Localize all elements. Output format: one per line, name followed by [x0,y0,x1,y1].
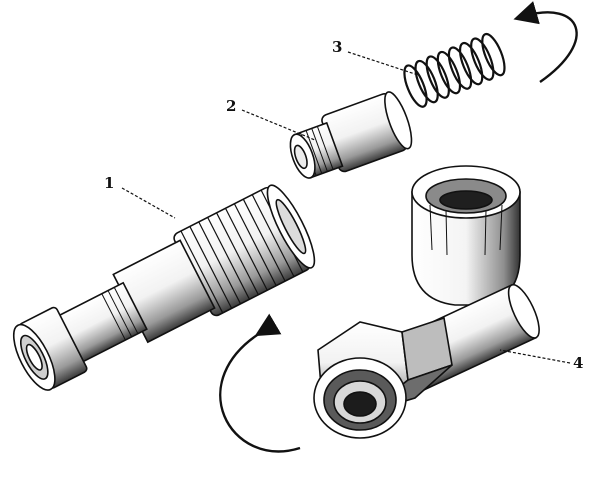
rotation-arrow-bottom [219,313,301,453]
rotation-arrow-top [513,1,578,83]
callout-label-3: 3 [332,38,342,56]
part-4-elbow-fitting [313,165,540,439]
part-3-spring [403,32,506,108]
callout-label-1: 1 [104,174,114,192]
callout-label-2: 2 [226,97,236,115]
leader-lines [121,51,571,364]
callout-label-4: 4 [573,354,583,372]
part-1-threaded-body [12,184,316,391]
part-2-valve-plug [289,91,413,179]
